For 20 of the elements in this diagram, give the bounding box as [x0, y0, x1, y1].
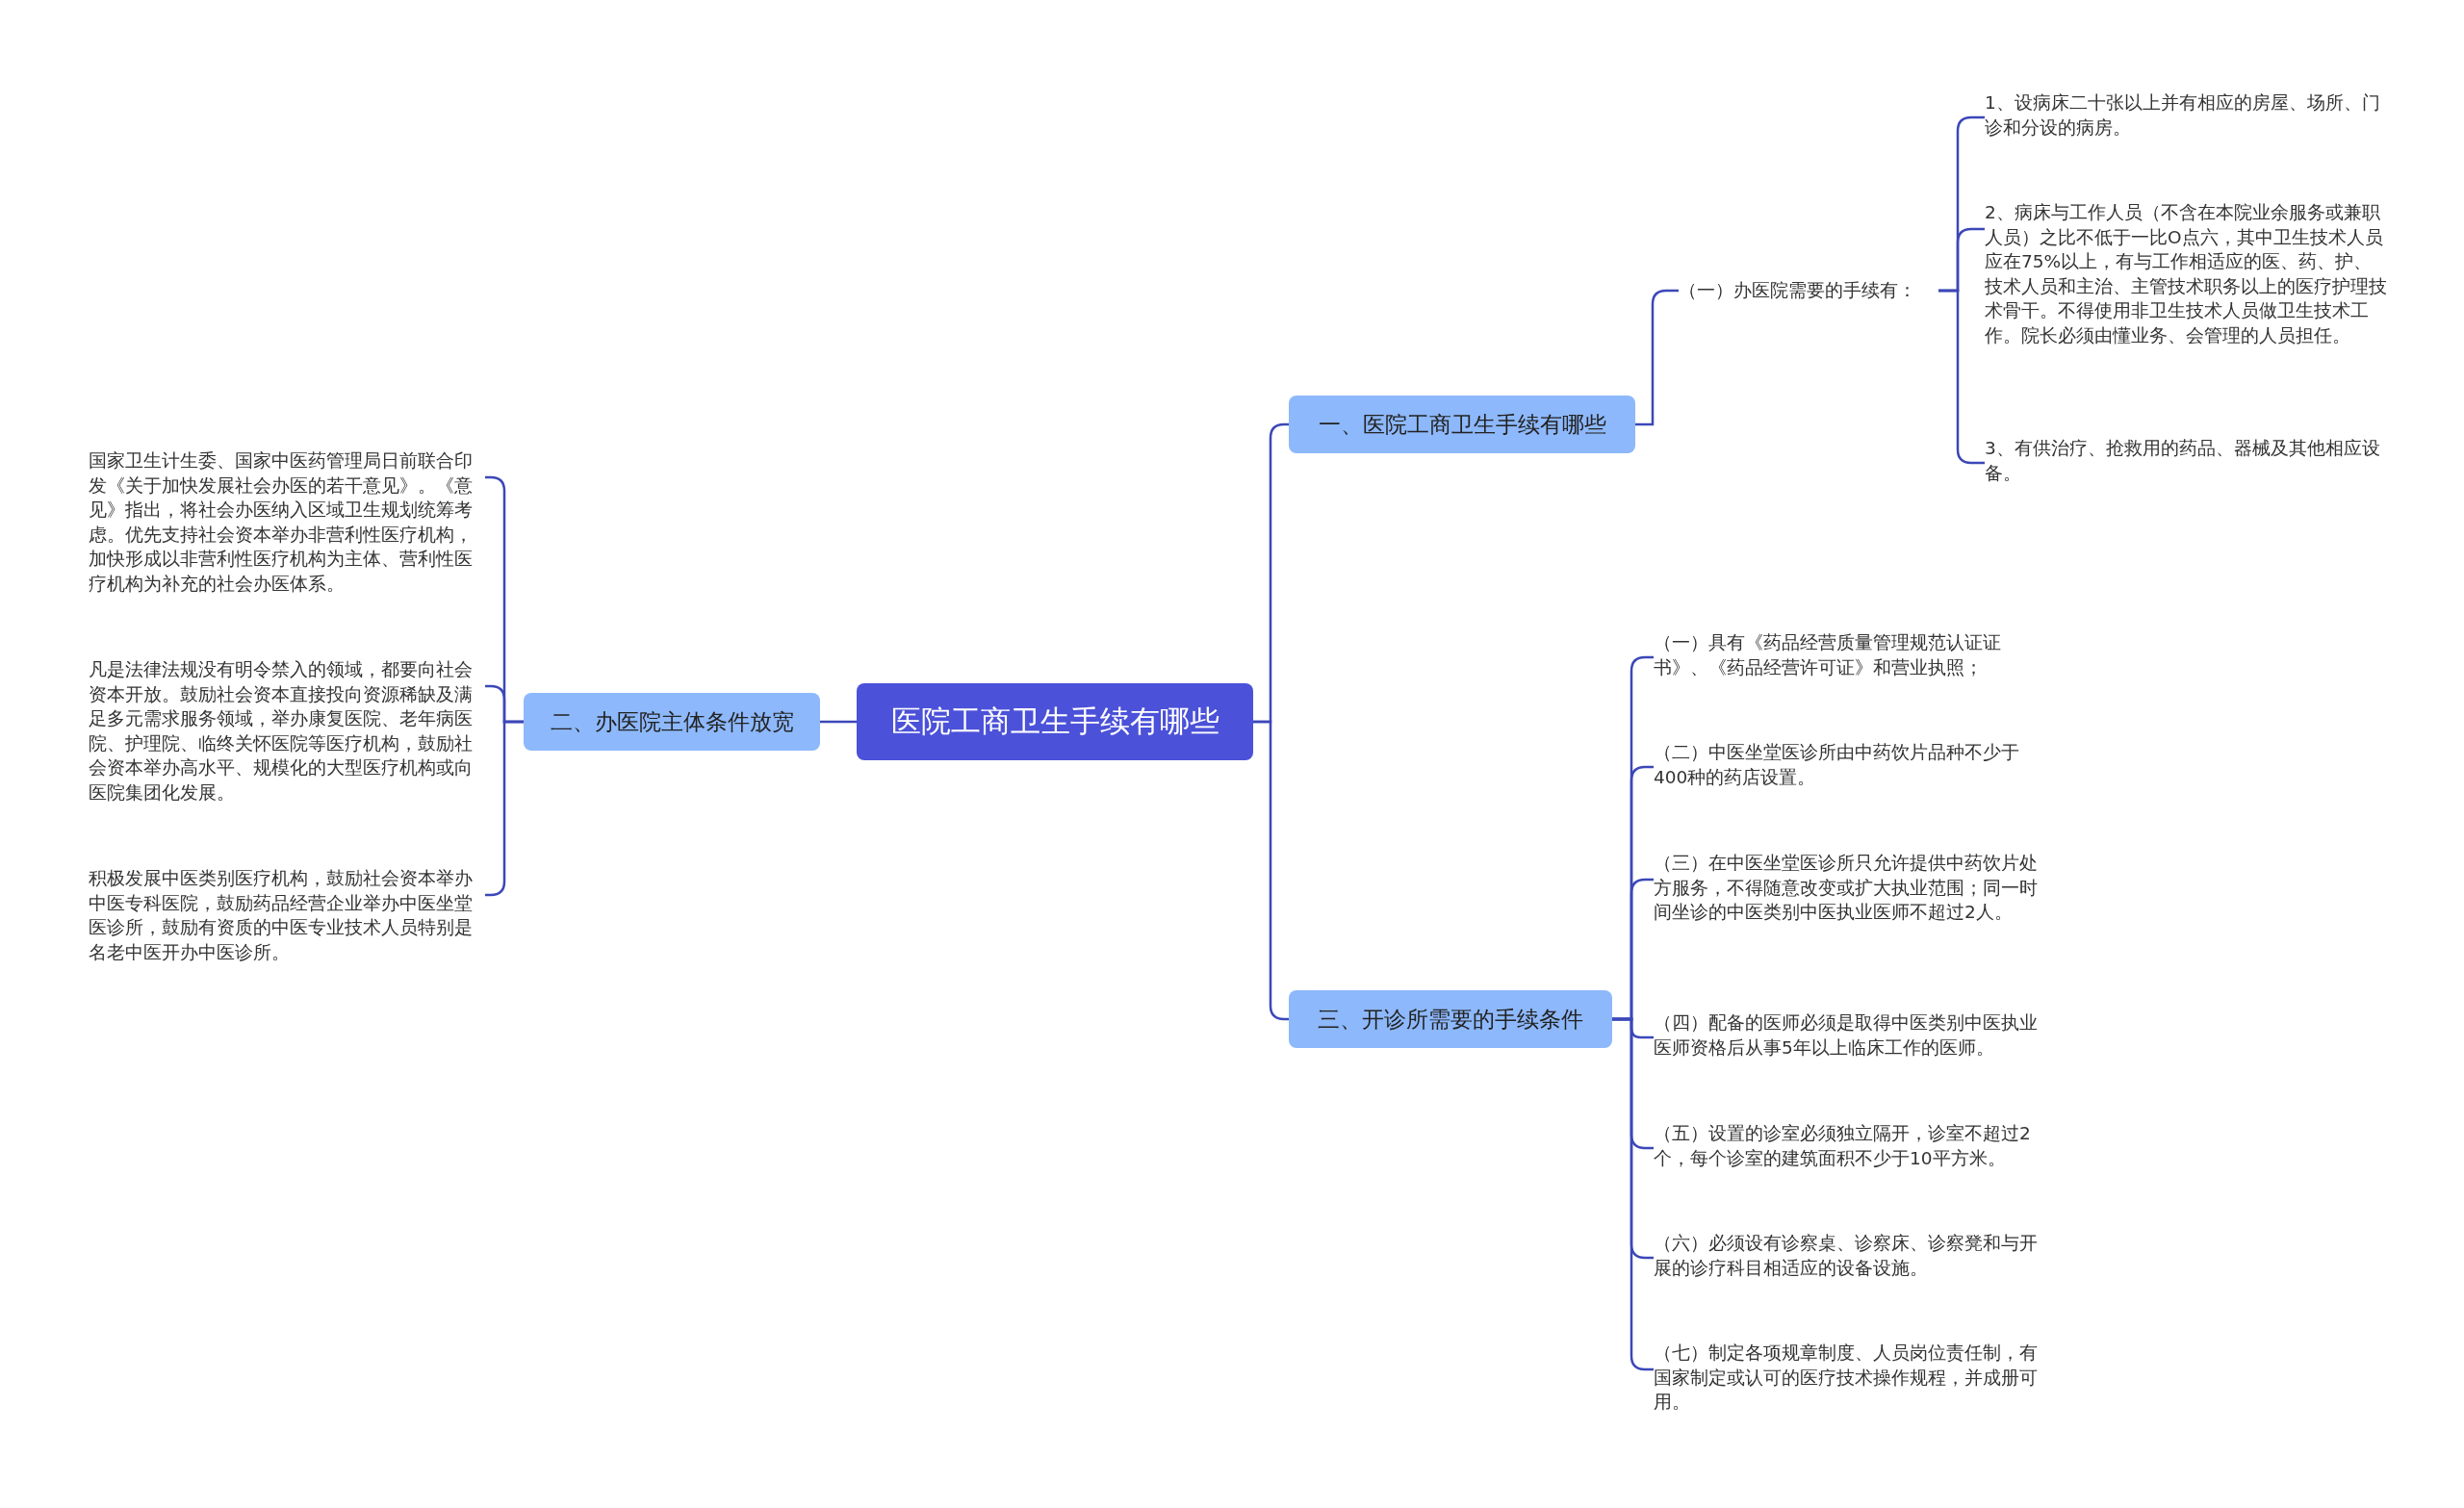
detail-text: （六）必须设有诊察桌、诊察床、诊察凳和与开展的诊疗科目相适应的设备设施。 — [1654, 1231, 2050, 1285]
subtopic-text: （一）办医院需要的手续有： — [1679, 275, 1938, 306]
detail-text: （四）配备的医师必须是取得中医类别中医执业医师资格后从事5年以上临床工作的医师。 — [1654, 1010, 2050, 1064]
detail-text: 3、有供治疗、抢救用的药品、器械及其他相应设备。 — [1985, 436, 2389, 490]
connector-line — [1253, 720, 1289, 1021]
detail-text: 1、设病床二十张以上并有相应的房屋、场所、门诊和分设的病房。 — [1985, 90, 2389, 144]
connector-line — [820, 720, 857, 724]
detail-text: （五）设置的诊室必须独立隔开，诊室不超过2个，每个诊室的建筑面积不少于10平方米。 — [1654, 1121, 2050, 1175]
detail-text: （二）中医坐堂医诊所由中药饮片品种不少于400种的药店设置。 — [1654, 740, 2050, 794]
branch-topic: 三、开诊所需要的手续条件 — [1289, 990, 1612, 1048]
detail-text: 凡是法律法规没有明令禁入的领域，都要向社会资本开放。鼓励社会资本直接投向资源稀缺及满足多元需求服务领域，举办康复医院、老年病医院、护理院、临终关怀医院等医疗机构，鼓励社会资本举办高水平、规模化的大型医疗机构或向医院集团化发展。 — [89, 657, 485, 811]
detail-text: 2、病床与工作人员（不含在本院业余服务或兼职人员）之比不低于一比O点六，其中卫生技术人员应在75%以上，有与工作相适应的医、药、护、技术人员和主治、主管技术职务以上的医疗护理技术骨干。不得使用非卫生技术人员做卫生技术工作。院长必须由懂业务、会管理的人员担任。 — [1985, 200, 2389, 383]
central-topic: 医院工商卫生手续有哪些 — [857, 683, 1253, 760]
detail-text: 积极发展中医类别医疗机构，鼓励社会资本举办中医专科医院，鼓励药品经营企业举办中医坐堂医诊所，鼓励有资质的中医专业技术人员特别是名老中医开办中医诊所。 — [89, 866, 485, 970]
branch-topic: 二、办医院主体条件放宽 — [524, 693, 820, 751]
detail-text: （七）制定各项规章制度、人员岗位责任制，有国家制定或认可的医疗技术操作规程，并成册可用。 — [1654, 1341, 2050, 1419]
detail-text: 国家卫生计生委、国家中医药管理局日前联合印发《关于加快发展社会办医的若干意见》。《意见》指出，将社会办医纳入区域卫生规划统筹考虑。优先支持社会资本举办非营利性医疗机构，加快形成以非营利性医疗机构为主体、营利性医疗机构为补充的社会办医体系。 — [89, 448, 485, 601]
detail-text: （三）在中医坐堂医诊所只允许提供中药饮片处方服务，不得随意改变或扩大执业范围；同一时间坐诊的中医类别中医执业医师不超过2人。 — [1654, 851, 2050, 955]
detail-text: （一）具有《药品经营质量管理规范认证证书》、《药品经营许可证》和营业执照； — [1654, 630, 2050, 684]
branch-topic: 一、医院工商卫生手续有哪些 — [1289, 396, 1635, 453]
